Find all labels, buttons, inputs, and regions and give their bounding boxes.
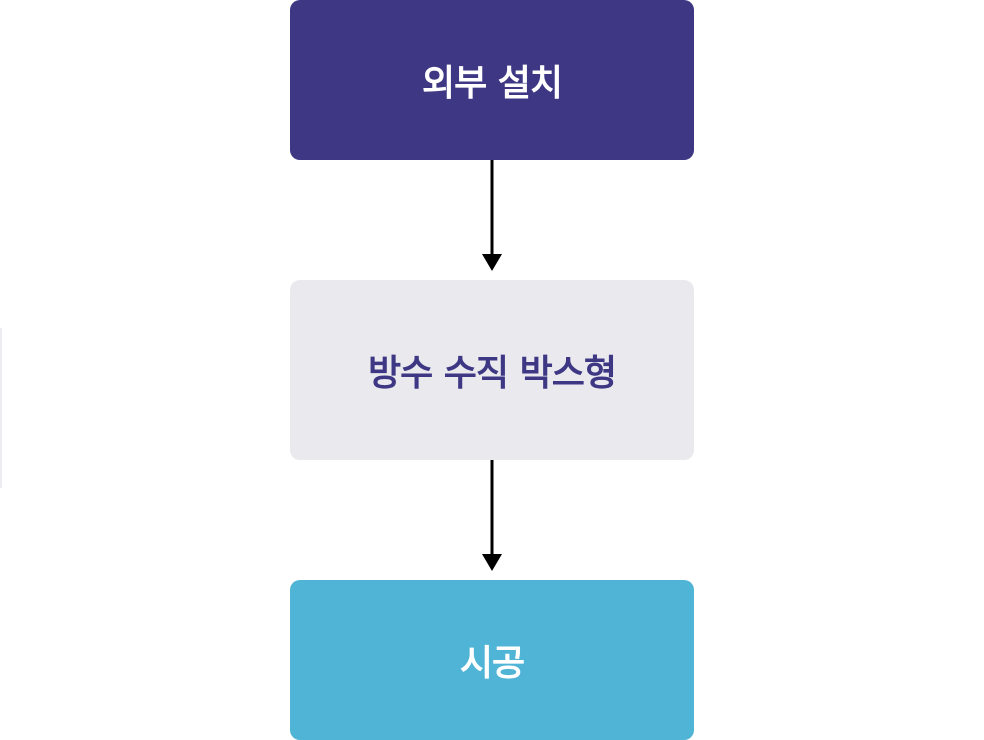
- flow-step-waterproof-vertical-box: 방수 수직 박스형: [290, 280, 694, 460]
- flow-step-label: 시공: [459, 643, 525, 684]
- flow-step-label: 방수 수직 박스형: [368, 353, 617, 394]
- flow-step-exterior-install: 외부 설치: [290, 0, 694, 160]
- flow-step-label: 외부 설치: [421, 63, 563, 104]
- flow-step-construction: 시공: [290, 580, 694, 740]
- arrow-down-icon: [482, 254, 502, 271]
- left-edge-line: [0, 328, 2, 488]
- arrow-down-icon: [482, 554, 502, 571]
